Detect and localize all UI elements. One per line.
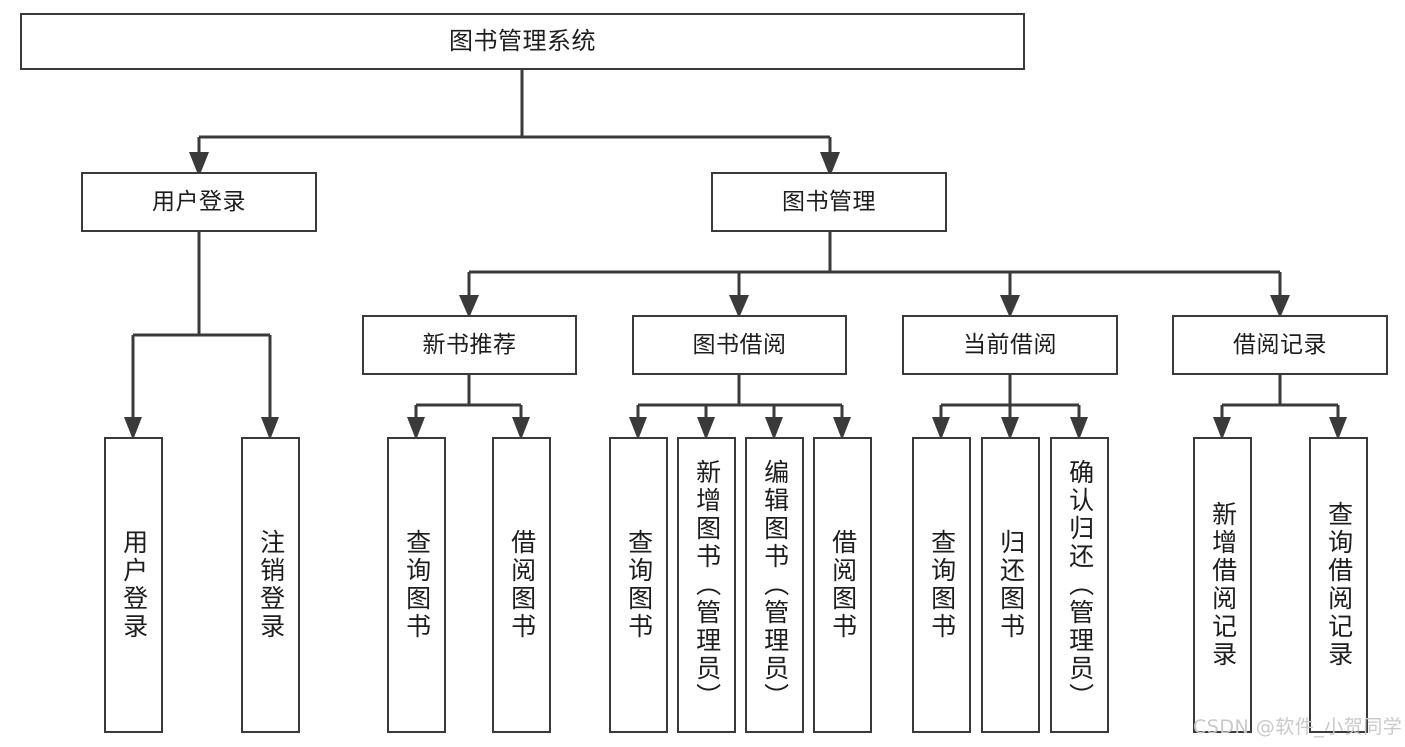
node-leaf-edit-book-admin-label: 编辑图书（管理员）: [760, 459, 790, 711]
node-leaf-query-book-borrow-label: 查询图书: [624, 529, 654, 641]
csdn-watermark: CSDN @软件_小贺同学: [1193, 716, 1403, 738]
node-leaf-borrow-book-label: 借阅图书: [828, 529, 858, 641]
node-leaf-edit-book-admin[interactable]: 编辑图书（管理员）: [745, 437, 804, 733]
node-leaf-query-borrow-record[interactable]: 查询借阅记录: [1309, 437, 1368, 733]
node-leaf-add-book-admin[interactable]: 新增图书（管理员）: [677, 437, 736, 733]
node-user-login-label: 用户登录: [152, 188, 246, 215]
node-leaf-add-borrow-record[interactable]: 新增借阅记录: [1193, 437, 1252, 733]
node-leaf-return-book-label: 归还图书: [996, 529, 1026, 641]
node-book-borrow[interactable]: 图书借阅: [632, 315, 847, 375]
node-current-borrow[interactable]: 当前借阅: [902, 315, 1118, 375]
node-leaf-return-book[interactable]: 归还图书: [981, 437, 1040, 733]
node-leaf-confirm-return-admin[interactable]: 确认归还（管理员）: [1050, 437, 1109, 733]
node-new-book-recommend[interactable]: 新书推荐: [362, 315, 577, 375]
node-leaf-add-book-admin-label: 新增图书（管理员）: [692, 459, 722, 711]
node-root-library-system[interactable]: 图书管理系统: [20, 13, 1025, 70]
node-current-borrow-label: 当前借阅: [963, 331, 1057, 358]
node-leaf-add-borrow-record-label: 新增借阅记录: [1208, 501, 1238, 669]
node-leaf-query-book-current[interactable]: 查询图书: [912, 437, 971, 733]
node-leaf-query-book-borrow[interactable]: 查询图书: [609, 437, 668, 733]
node-leaf-query-book-newbook-label: 查询图书: [402, 529, 432, 641]
node-leaf-confirm-return-admin-label: 确认归还（管理员）: [1065, 459, 1095, 711]
node-leaf-borrow-book[interactable]: 借阅图书: [813, 437, 872, 733]
node-book-management-label: 图书管理: [782, 188, 876, 215]
node-leaf-borrow-book-newbook-label: 借阅图书: [507, 529, 537, 641]
node-leaf-user-login[interactable]: 用户登录: [104, 437, 163, 733]
node-leaf-user-login-label: 用户登录: [119, 529, 149, 641]
node-new-book-recommend-label: 新书推荐: [422, 331, 517, 358]
node-leaf-logout-label: 注销登录: [256, 529, 286, 641]
node-leaf-logout[interactable]: 注销登录: [241, 437, 300, 733]
node-borrow-record[interactable]: 借阅记录: [1172, 315, 1388, 375]
node-leaf-query-borrow-record-label: 查询借阅记录: [1324, 501, 1354, 669]
node-leaf-query-book-newbook[interactable]: 查询图书: [387, 437, 446, 733]
node-book-borrow-label: 图书借阅: [692, 331, 787, 358]
node-leaf-borrow-book-newbook[interactable]: 借阅图书: [492, 437, 551, 733]
node-leaf-query-book-current-label: 查询图书: [927, 529, 957, 641]
node-user-login[interactable]: 用户登录: [81, 172, 317, 232]
node-root-label: 图书管理系统: [449, 26, 596, 55]
node-book-management[interactable]: 图书管理: [711, 172, 947, 232]
node-borrow-record-label: 借阅记录: [1233, 331, 1327, 358]
